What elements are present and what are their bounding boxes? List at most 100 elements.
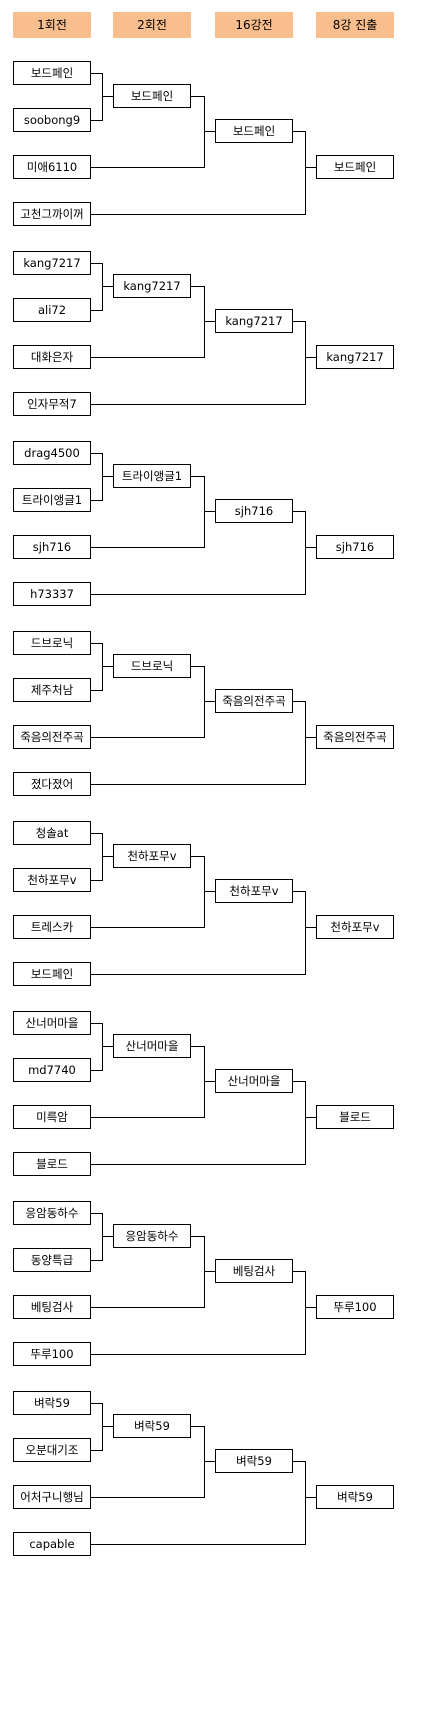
quarterfinal-entry: 죽음의전주곡 — [316, 725, 394, 749]
quarterfinal-entry: 뚜루100 — [316, 1295, 394, 1319]
round1-entry: kang7217 — [13, 251, 91, 275]
connector-line — [91, 1354, 305, 1355]
connector-line — [204, 476, 205, 548]
connector-line — [91, 643, 102, 644]
connector-line — [305, 357, 316, 358]
round1-entry: 트레스카 — [13, 915, 91, 939]
round-header-3: 16강전 — [215, 12, 293, 38]
round1-entry: h73337 — [13, 582, 91, 606]
connector-line — [91, 1117, 204, 1118]
connector-line — [204, 96, 205, 168]
connector-line — [91, 547, 204, 548]
connector-line — [91, 1023, 102, 1024]
connector-line — [305, 1271, 306, 1355]
connector-line — [305, 927, 316, 928]
round2-winner: 벼락59 — [113, 1414, 191, 1438]
connector-line — [293, 1461, 305, 1462]
round2-winner: 보드페인 — [113, 84, 191, 108]
connector-line — [204, 1461, 215, 1462]
connector-line — [91, 690, 102, 691]
connector-line — [102, 453, 103, 501]
round1-entry: 제주처남 — [13, 678, 91, 702]
round16-winner: sjh716 — [215, 499, 293, 523]
connector-line — [102, 666, 113, 667]
connector-line — [293, 1081, 305, 1082]
connector-line — [305, 1461, 306, 1545]
connector-line — [102, 1236, 113, 1237]
connector-line — [204, 321, 215, 322]
round1-entry: 뚜루100 — [13, 1342, 91, 1366]
round1-entry: 오분대기조 — [13, 1438, 91, 1462]
round16-winner: kang7217 — [215, 309, 293, 333]
connector-line — [305, 1117, 316, 1118]
round1-entry: 어처구니행님 — [13, 1485, 91, 1509]
quarterfinal-entry: sjh716 — [316, 535, 394, 559]
connector-line — [305, 891, 306, 975]
connector-line — [91, 1544, 305, 1545]
connector-line — [91, 167, 204, 168]
round1-entry: 천하포무v — [13, 868, 91, 892]
round1-entry: drag4500 — [13, 441, 91, 465]
connector-line — [102, 1046, 113, 1047]
round1-entry: 응암동하수 — [13, 1201, 91, 1225]
connector-line — [91, 73, 102, 74]
round16-winner: 보드페인 — [215, 119, 293, 143]
connector-line — [204, 1426, 205, 1498]
connector-line — [305, 321, 306, 405]
round1-entry: sjh716 — [13, 535, 91, 559]
connector-line — [293, 701, 305, 702]
connector-line — [191, 666, 204, 667]
connector-line — [91, 453, 102, 454]
connector-line — [204, 1081, 215, 1082]
connector-line — [191, 1046, 204, 1047]
round-header-2: 2회전 — [113, 12, 191, 38]
connector-line — [293, 1271, 305, 1272]
connector-line — [305, 1307, 316, 1308]
round16-winner: 벼락59 — [215, 1449, 293, 1473]
round2-winner: 드브로닉 — [113, 654, 191, 678]
connector-line — [91, 263, 102, 264]
round1-entry: 블로드 — [13, 1152, 91, 1176]
connector-line — [91, 214, 305, 215]
round1-entry: 보드페인 — [13, 61, 91, 85]
connector-line — [293, 891, 305, 892]
connector-line — [191, 856, 204, 857]
connector-line — [102, 1023, 103, 1071]
connector-line — [91, 1070, 102, 1071]
round1-entry: ali72 — [13, 298, 91, 322]
round1-entry: 미애6110 — [13, 155, 91, 179]
round1-entry: 산너머마을 — [13, 1011, 91, 1035]
round1-entry: 드브로닉 — [13, 631, 91, 655]
connector-line — [102, 73, 103, 121]
connector-line — [102, 833, 103, 881]
round1-entry: 졌다졌어 — [13, 772, 91, 796]
connector-line — [204, 856, 205, 928]
connector-line — [204, 701, 215, 702]
connector-line — [102, 1403, 103, 1451]
connector-line — [91, 500, 102, 501]
connector-line — [91, 1213, 102, 1214]
quarterfinal-entry: 블로드 — [316, 1105, 394, 1129]
connector-line — [102, 263, 103, 311]
connector-line — [305, 167, 316, 168]
connector-line — [102, 643, 103, 691]
round1-entry: md7740 — [13, 1058, 91, 1082]
connector-line — [204, 1236, 205, 1308]
connector-line — [204, 1271, 215, 1272]
connector-line — [305, 737, 316, 738]
round1-entry: 미륵암 — [13, 1105, 91, 1129]
round1-entry: 인자무적7 — [13, 392, 91, 416]
connector-line — [91, 737, 204, 738]
connector-line — [305, 131, 306, 215]
connector-line — [293, 321, 305, 322]
round2-winner: 응암동하수 — [113, 1224, 191, 1248]
connector-line — [91, 833, 102, 834]
connector-line — [91, 404, 305, 405]
connector-line — [191, 286, 204, 287]
round16-winner: 죽음의전주곡 — [215, 689, 293, 713]
round-header-4: 8강 진출 — [316, 12, 394, 38]
connector-line — [293, 511, 305, 512]
round16-winner: 베팅검사 — [215, 1259, 293, 1283]
connector-line — [91, 594, 305, 595]
